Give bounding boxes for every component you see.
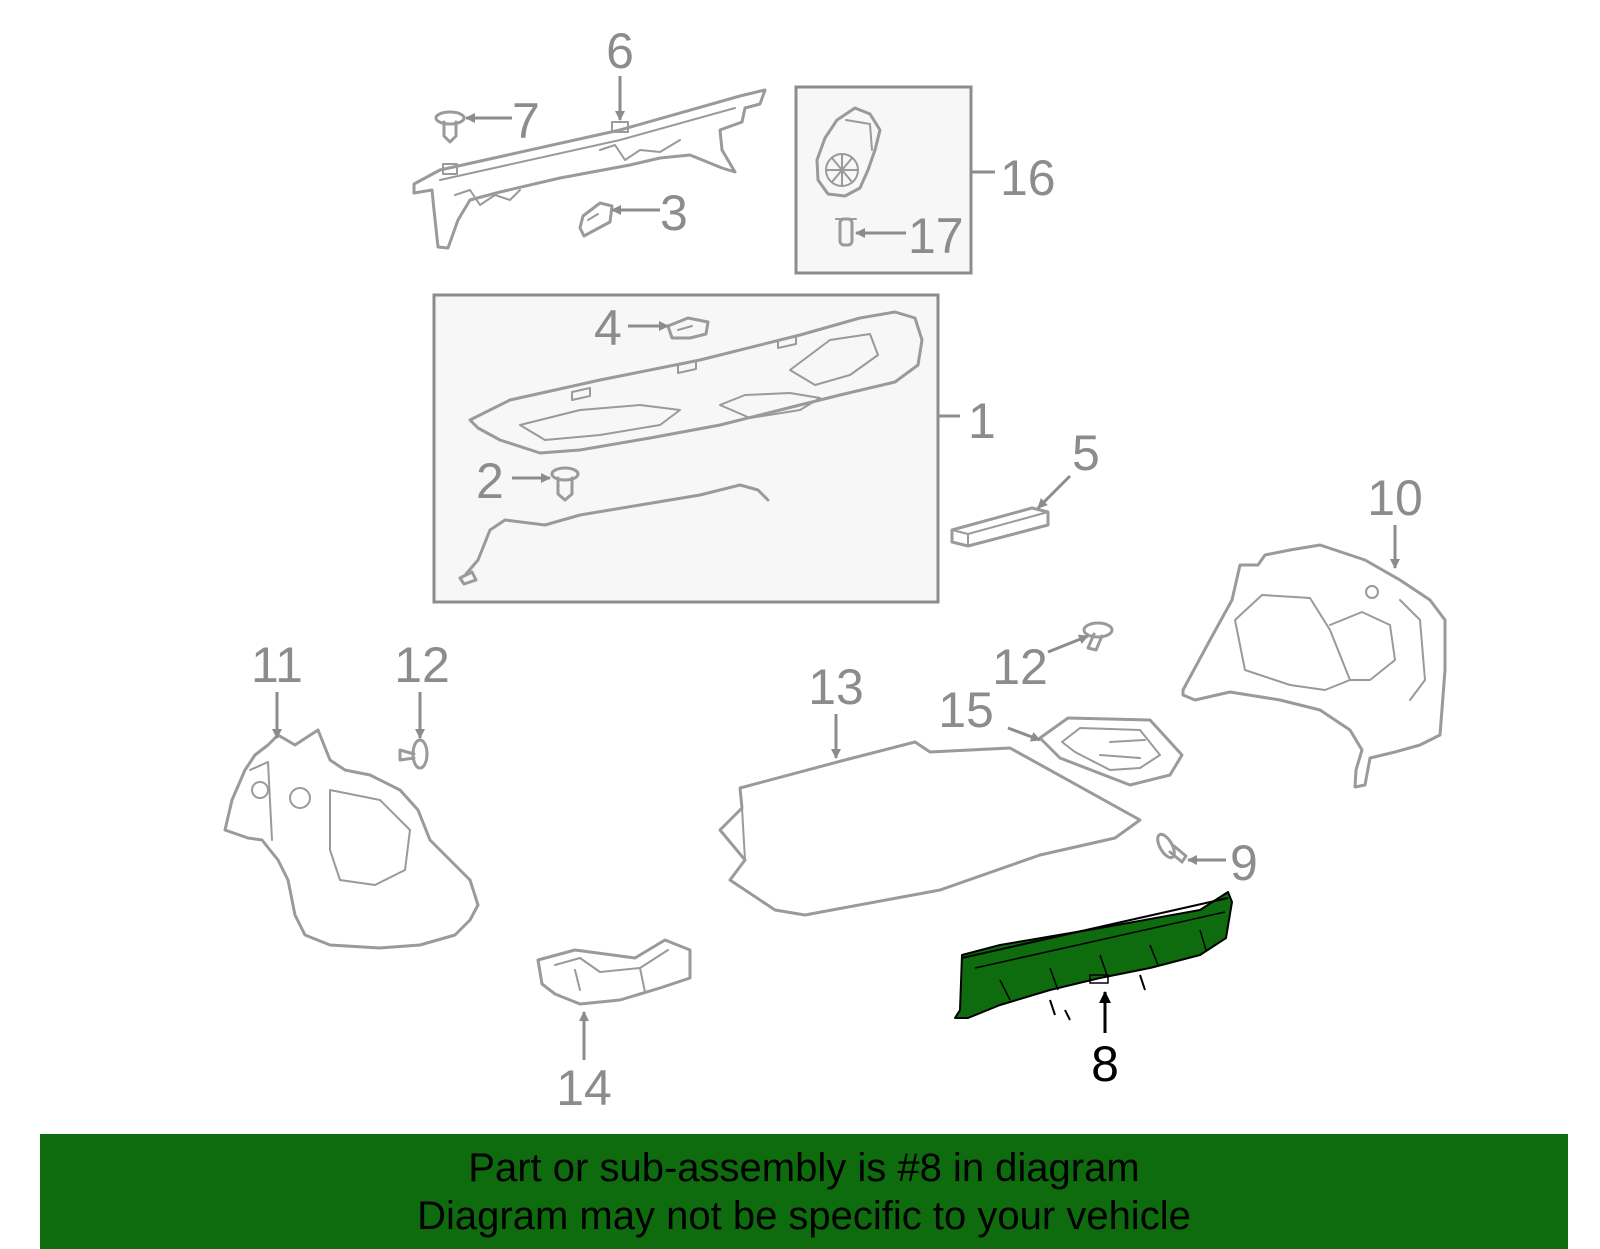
- callout-6: 6: [606, 23, 634, 79]
- part-6-bracket[interactable]: [412, 88, 767, 250]
- part-7-clip[interactable]: [434, 110, 466, 144]
- part-11-left-trim[interactable]: [223, 728, 480, 950]
- part-15-tray[interactable]: [1038, 716, 1184, 787]
- part-9-clip[interactable]: [1154, 832, 1188, 864]
- tray-cable[interactable]: [458, 483, 770, 586]
- part-17-fastener[interactable]: [835, 217, 857, 247]
- part-1-package-tray[interactable]: [468, 310, 924, 455]
- part-5-block[interactable]: [950, 506, 1050, 548]
- part-12-clip-right[interactable]: [1082, 621, 1114, 652]
- callout-11: 11: [251, 637, 303, 693]
- callout-8: 8: [1091, 1036, 1119, 1092]
- group-box-1: [432, 293, 940, 604]
- callout-17: 17: [908, 208, 964, 264]
- leader-5: [1036, 474, 1072, 510]
- part-16-actuator[interactable]: [815, 106, 882, 198]
- callout-2: 2: [476, 453, 504, 509]
- info-banner: Part or sub-assembly is #8 in diagram Di…: [40, 1134, 1568, 1249]
- callout-13: 13: [808, 659, 864, 715]
- banner-line-1: Part or sub-assembly is #8 in diagram: [468, 1146, 1140, 1190]
- callout-1: 1: [968, 393, 996, 449]
- part-3-bracket[interactable]: [578, 201, 614, 238]
- callout-12-left: 12: [394, 637, 450, 693]
- part-10-right-trim[interactable]: [1181, 543, 1447, 789]
- callout-7: 7: [512, 93, 540, 149]
- callout-5: 5: [1072, 425, 1100, 481]
- leader-12-right: [1047, 634, 1089, 654]
- callout-3: 3: [660, 185, 688, 241]
- callout-14: 14: [556, 1060, 612, 1116]
- callout-9: 9: [1230, 835, 1258, 891]
- callout-15: 15: [938, 682, 994, 738]
- callout-16: 16: [1000, 150, 1056, 206]
- part-13-floor-mat[interactable]: [718, 740, 1142, 917]
- banner-line-2: Diagram may not be specific to your vehi…: [417, 1194, 1191, 1238]
- callout-10: 10: [1367, 470, 1423, 526]
- callout-4: 4: [594, 300, 622, 356]
- part-2-clip[interactable]: [550, 466, 580, 502]
- part-4-clip[interactable]: [666, 316, 710, 340]
- leader-15: [1007, 726, 1041, 742]
- part-14-bracket[interactable]: [536, 938, 692, 1006]
- group-box-16: [794, 85, 973, 275]
- part-12-clip-left[interactable]: [398, 738, 429, 770]
- callout-12-right: 12: [992, 639, 1048, 695]
- part-8-rear-sill-panel[interactable]: [954, 891, 1233, 1021]
